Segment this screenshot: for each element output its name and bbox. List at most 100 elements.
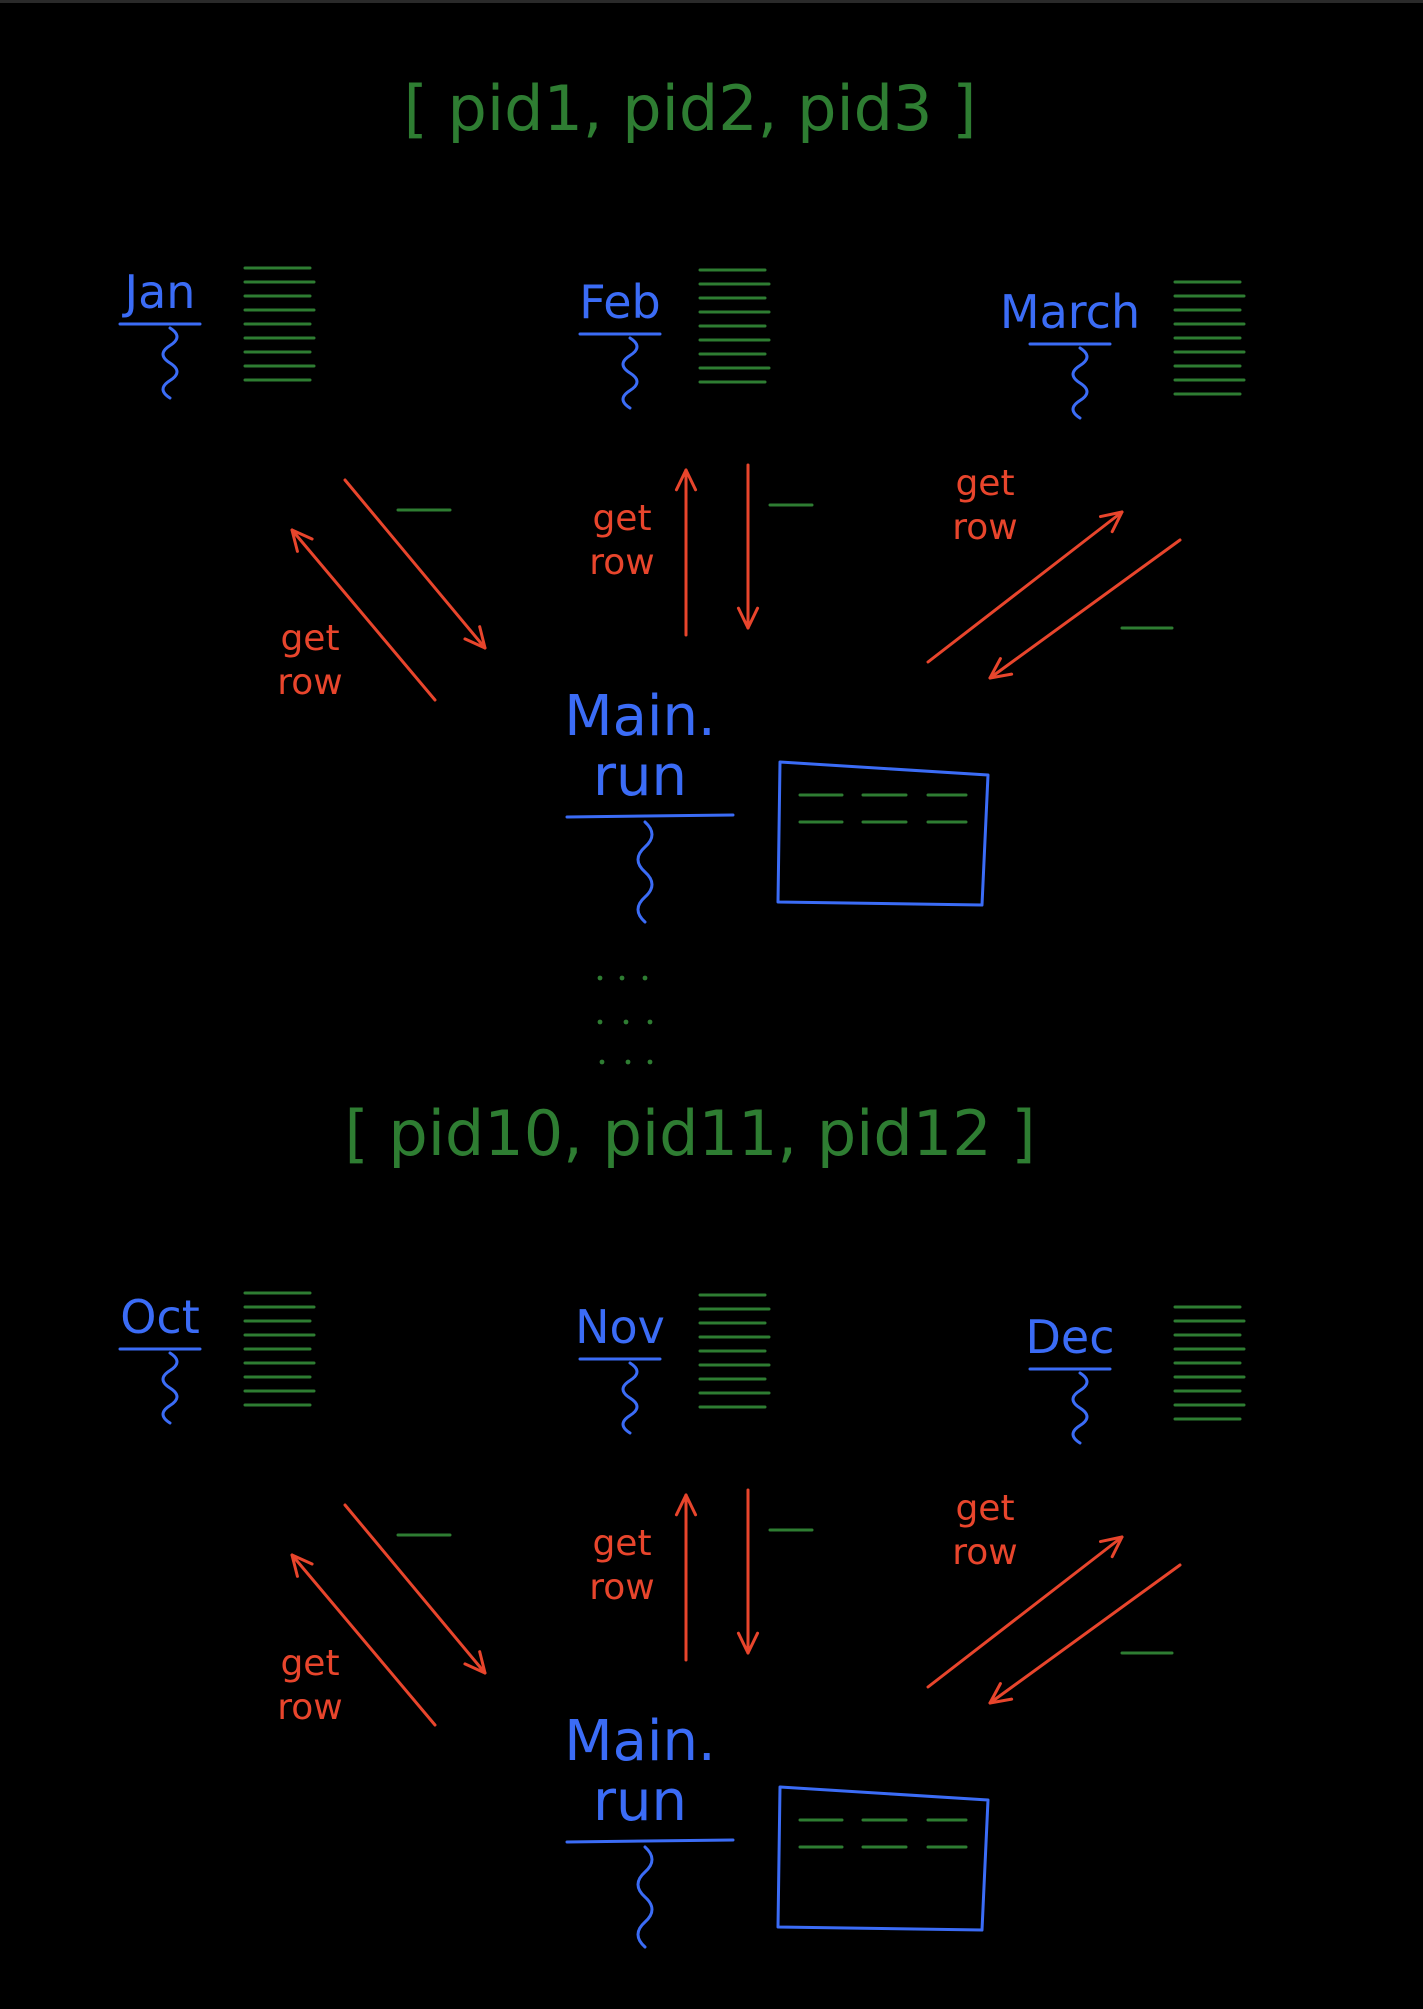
arrow-shaft bbox=[988, 1563, 1182, 1705]
arrow-get-row-left bbox=[290, 1553, 437, 1727]
ellipsis-dot bbox=[647, 1059, 653, 1065]
arrowhead bbox=[463, 1650, 487, 1675]
data-rows-stack bbox=[243, 1291, 316, 1407]
arrowhead bbox=[463, 625, 487, 650]
thread-squiggle bbox=[1071, 1371, 1089, 1445]
data-rows-stack bbox=[1173, 1305, 1246, 1421]
main-thread-squiggle bbox=[636, 820, 654, 924]
get-row-label-line2: row bbox=[277, 1687, 342, 1728]
arrow-shaft bbox=[343, 1503, 487, 1675]
get-row-label-line1: get bbox=[955, 1488, 1014, 1529]
arrow-to-month-middle bbox=[736, 1488, 760, 1655]
ellipsis-dots bbox=[597, 975, 653, 1065]
arrow-get-row-right bbox=[926, 1535, 1124, 1689]
get-row-label-line1: get bbox=[280, 1643, 339, 1684]
month-jan: Jan bbox=[118, 265, 316, 400]
main-run: Main.run bbox=[564, 684, 735, 924]
arrow-get-row-middle bbox=[674, 468, 698, 637]
arrowhead bbox=[674, 1493, 698, 1517]
table-box bbox=[776, 1785, 990, 1932]
data-rows-stack bbox=[698, 268, 771, 384]
arrowhead bbox=[1098, 1535, 1124, 1559]
result-table bbox=[776, 1785, 990, 1932]
arrow-shaft bbox=[290, 1553, 437, 1727]
thread-squiggle bbox=[621, 1361, 639, 1435]
arrow-to-month-left bbox=[343, 1503, 487, 1675]
data-rows-stack bbox=[243, 266, 316, 382]
arrowhead bbox=[736, 606, 760, 630]
get-row-label-line2: row bbox=[277, 662, 342, 703]
top-border bbox=[0, 0, 1423, 3]
pid-list: [ pid10, pid11, pid12 ] bbox=[344, 1097, 1035, 1170]
thread-squiggle bbox=[621, 336, 639, 410]
get-row-label-line1: get bbox=[592, 1523, 651, 1564]
arrow-shaft bbox=[290, 528, 437, 702]
get-row-label-line1: get bbox=[955, 463, 1014, 504]
ellipsis-dot bbox=[597, 1019, 603, 1025]
month-label: Dec bbox=[1025, 1310, 1114, 1364]
month-label: Jan bbox=[122, 265, 196, 319]
main-thread-squiggle bbox=[636, 1845, 654, 1949]
main-label-line1: Main. bbox=[564, 1709, 715, 1774]
month-march: March bbox=[1000, 280, 1246, 420]
result-table bbox=[776, 760, 990, 907]
arrow-to-month-middle bbox=[736, 463, 760, 630]
data-rows-stack bbox=[698, 1293, 771, 1409]
arrow-to-month-right bbox=[988, 538, 1182, 680]
ellipsis-dot bbox=[625, 1059, 631, 1065]
get-row-label-line2: row bbox=[952, 507, 1017, 548]
get-row-label-line1: get bbox=[280, 618, 339, 659]
main-run: Main.run bbox=[564, 1709, 735, 1949]
arrowhead bbox=[988, 657, 1014, 680]
month-feb: Feb bbox=[578, 268, 771, 410]
thread-squiggle bbox=[1071, 346, 1089, 420]
table-box bbox=[776, 760, 990, 907]
month-dec: Dec bbox=[1025, 1305, 1246, 1445]
arrow-shaft bbox=[988, 538, 1182, 680]
main-label-line1: Main. bbox=[564, 684, 715, 749]
ellipsis-dot bbox=[597, 975, 603, 981]
month-label: Feb bbox=[579, 275, 660, 329]
ellipsis-dot bbox=[619, 975, 625, 981]
arrowhead bbox=[674, 468, 698, 492]
ellipsis-dot bbox=[642, 975, 648, 981]
arrowhead bbox=[1098, 510, 1124, 534]
thread-squiggle bbox=[161, 1351, 179, 1425]
ellipsis-dot bbox=[623, 1019, 629, 1025]
thread-squiggle bbox=[161, 326, 179, 400]
arrow-shaft bbox=[343, 478, 487, 650]
arrowhead bbox=[290, 528, 314, 553]
arrow-shaft bbox=[926, 510, 1124, 664]
main-thread-bar bbox=[565, 813, 735, 819]
arrow-get-row-right bbox=[926, 510, 1124, 664]
month-label: Oct bbox=[120, 1290, 200, 1344]
get-row-label-line2: row bbox=[589, 542, 654, 583]
pid-list: [ pid1, pid2, pid3 ] bbox=[404, 72, 977, 145]
get-row-label-line2: row bbox=[952, 1532, 1017, 1573]
ellipsis-dot bbox=[599, 1059, 605, 1065]
main-label-line2: run bbox=[593, 1769, 687, 1834]
arrowhead bbox=[290, 1553, 314, 1578]
main-thread-bar bbox=[565, 1838, 735, 1844]
data-rows-stack bbox=[1173, 280, 1246, 396]
arrow-get-row-left bbox=[290, 528, 437, 702]
main-label-line2: run bbox=[593, 744, 687, 809]
month-label: March bbox=[1000, 285, 1140, 339]
month-oct: Oct bbox=[118, 1290, 316, 1425]
arrow-shaft bbox=[926, 1535, 1124, 1689]
arrow-to-month-right bbox=[988, 1563, 1182, 1705]
arrow-to-month-left bbox=[343, 478, 487, 650]
ellipsis-dot bbox=[647, 1019, 653, 1025]
get-row-label-line1: get bbox=[592, 498, 651, 539]
arrowhead bbox=[736, 1631, 760, 1655]
month-nov: Nov bbox=[575, 1293, 771, 1435]
get-row-label-line2: row bbox=[589, 1567, 654, 1608]
